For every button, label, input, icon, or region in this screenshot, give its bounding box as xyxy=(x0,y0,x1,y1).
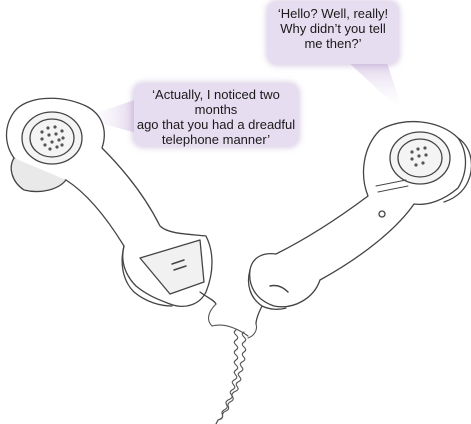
speech-line: ago that you had a dreadful xyxy=(136,117,296,132)
speech-line: Why didn’t you tell xyxy=(280,21,386,36)
left-handset xyxy=(5,97,217,307)
speech-line: ‘Actually, I noticed two months xyxy=(152,87,280,117)
left-earpiece-holes xyxy=(40,125,65,151)
right-earpiece-holes xyxy=(410,146,428,167)
speech-bubble-left: ‘Actually, I noticed two months ago that… xyxy=(134,84,298,147)
speech-line: telephone manner’ xyxy=(161,132,271,147)
speech-line: me then?’ xyxy=(304,36,362,51)
right-handset xyxy=(247,120,471,325)
speech-line: ‘Hello? Well, really! xyxy=(277,6,389,21)
speech-tail-left xyxy=(82,98,140,134)
speech-tail-right xyxy=(346,60,404,114)
speech-bubble-right: ‘Hello? Well, really! Why didn’t you tel… xyxy=(268,2,398,64)
coiled-cord xyxy=(207,303,258,424)
